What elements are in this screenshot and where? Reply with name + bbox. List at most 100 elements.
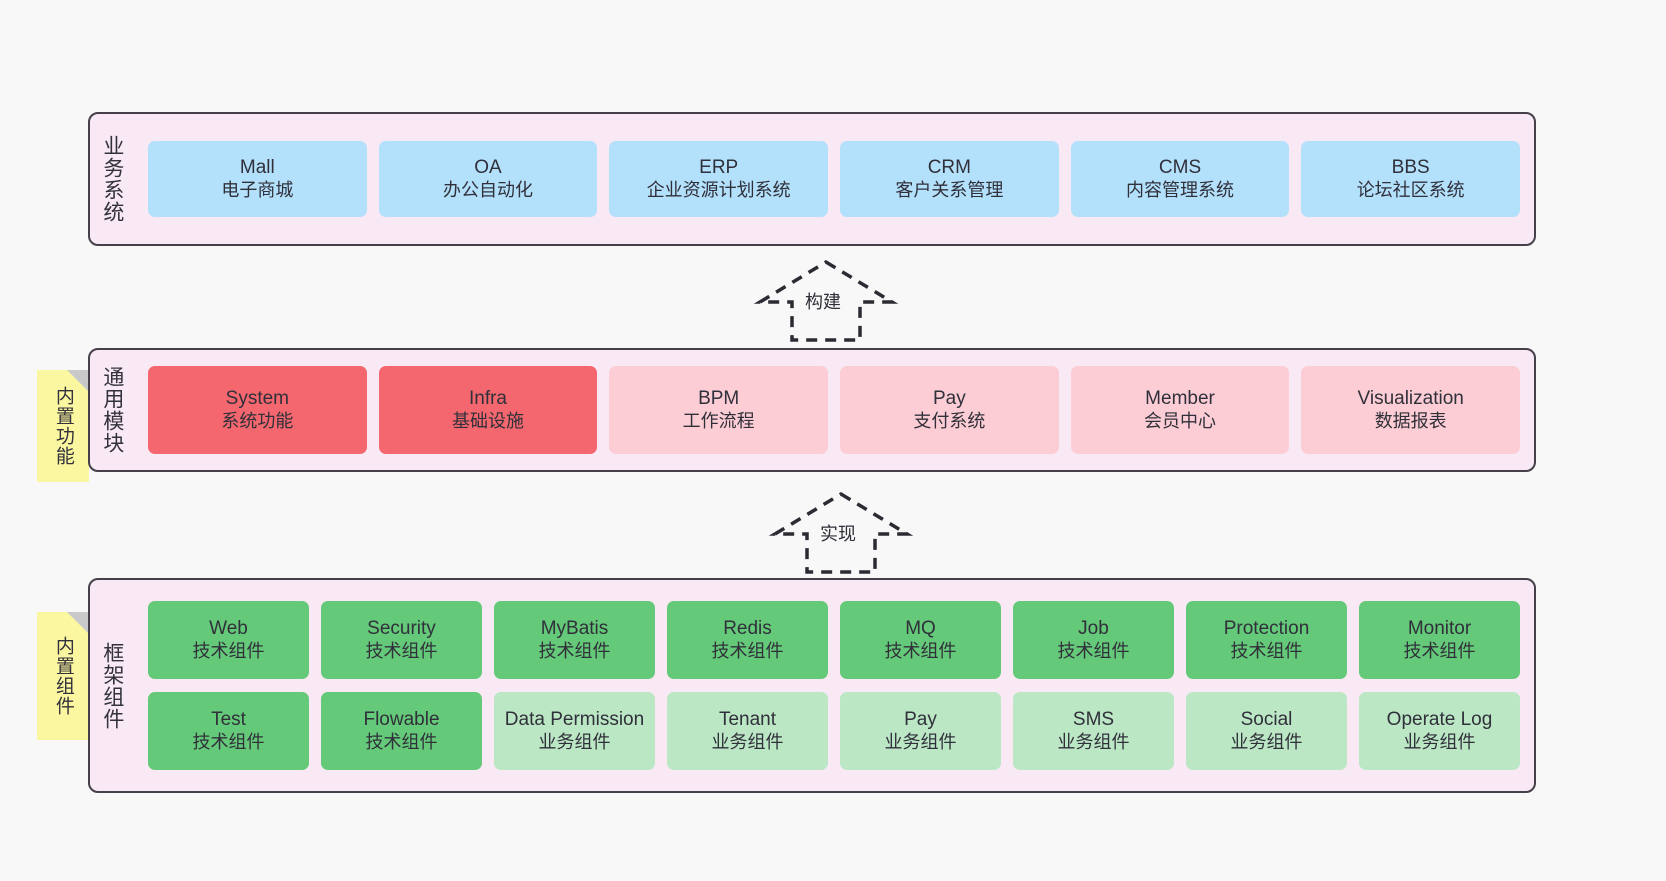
node-subtitle: 技术组件 bbox=[1403, 640, 1476, 661]
node-subtitle: 客户关系管理 bbox=[895, 179, 1004, 200]
node-subtitle: 支付系统 bbox=[913, 410, 986, 431]
node-title: Pay bbox=[904, 708, 937, 730]
node-title: Tenant bbox=[718, 708, 777, 730]
node-title: MQ bbox=[905, 617, 936, 639]
node-title: Member bbox=[1145, 387, 1215, 409]
node-subtitle: 技术组件 bbox=[884, 640, 957, 661]
node-title: Security bbox=[367, 617, 436, 639]
node-title: Operate Log bbox=[1386, 708, 1493, 730]
node-subtitle: 办公自动化 bbox=[443, 179, 533, 200]
sticky-fold-corner-icon bbox=[67, 612, 89, 634]
node-title: MyBatis bbox=[540, 617, 609, 639]
layer-business-systems-label: 业务系统 bbox=[100, 135, 124, 223]
node-title: CMS bbox=[1158, 156, 1202, 178]
node-subtitle: 会员中心 bbox=[1144, 410, 1217, 431]
connector-implement-label: 实现 bbox=[818, 520, 858, 546]
node-subtitle: 业务组件 bbox=[711, 731, 784, 752]
node-title: BBS bbox=[1391, 156, 1430, 178]
sticky-fold-corner-icon bbox=[67, 370, 89, 392]
connector-build-label: 构建 bbox=[803, 288, 843, 314]
node-title: Job bbox=[1078, 617, 1109, 639]
node-title: BPM bbox=[698, 387, 740, 409]
node-title: Web bbox=[209, 617, 248, 639]
node-title: Infra bbox=[468, 387, 508, 409]
node-title: Test bbox=[211, 708, 246, 730]
node-subtitle: 技术组件 bbox=[365, 640, 438, 661]
node-title: Pay bbox=[932, 387, 966, 409]
node-subtitle: 基础设施 bbox=[452, 410, 524, 431]
node-title: Mall bbox=[239, 156, 275, 178]
node-title: ERP bbox=[699, 156, 739, 178]
node-subtitle: 技术组件 bbox=[365, 731, 438, 752]
node-subtitle: 工作流程 bbox=[682, 410, 755, 431]
layer-framework-components-label: 框架组件 bbox=[100, 641, 124, 730]
node-title: SMS bbox=[1072, 708, 1115, 730]
node-title: OA bbox=[474, 156, 502, 178]
sticky-note-builtin-components-label: 内置组件 bbox=[52, 636, 74, 716]
node-title: Protection bbox=[1223, 617, 1310, 639]
node-subtitle: 业务组件 bbox=[1403, 731, 1476, 752]
sticky-note-builtin-components: 内置组件 bbox=[37, 612, 89, 740]
node-subtitle: 技术组件 bbox=[711, 640, 784, 661]
node-title: CRM bbox=[927, 156, 971, 178]
node-subtitle: 业务组件 bbox=[1057, 731, 1130, 752]
node-subtitle: 业务组件 bbox=[884, 731, 957, 752]
node-title: Monitor bbox=[1407, 617, 1472, 639]
node-title: Flowable bbox=[363, 708, 440, 730]
connector-implement: 实现 bbox=[768, 490, 914, 576]
node-subtitle: 系统功能 bbox=[221, 410, 294, 431]
node-title: Social bbox=[1240, 708, 1293, 730]
node-subtitle: 数据报表 bbox=[1374, 410, 1447, 431]
sticky-note-builtin-functions-label: 内置功能 bbox=[52, 386, 74, 466]
node-title: Visualization bbox=[1357, 387, 1464, 409]
node-subtitle: 技术组件 bbox=[192, 640, 265, 661]
connector-build: 构建 bbox=[753, 258, 899, 344]
node-subtitle: 技术组件 bbox=[1057, 640, 1130, 661]
node-subtitle: 技术组件 bbox=[192, 731, 265, 752]
node-subtitle: 业务组件 bbox=[538, 731, 611, 752]
sticky-note-builtin-functions: 内置功能 bbox=[37, 370, 89, 482]
node-subtitle: 技术组件 bbox=[538, 640, 611, 661]
layer-common-modules-label: 通用模块 bbox=[100, 366, 124, 454]
node-title: System bbox=[225, 387, 290, 409]
node-subtitle: 技术组件 bbox=[1230, 640, 1303, 661]
